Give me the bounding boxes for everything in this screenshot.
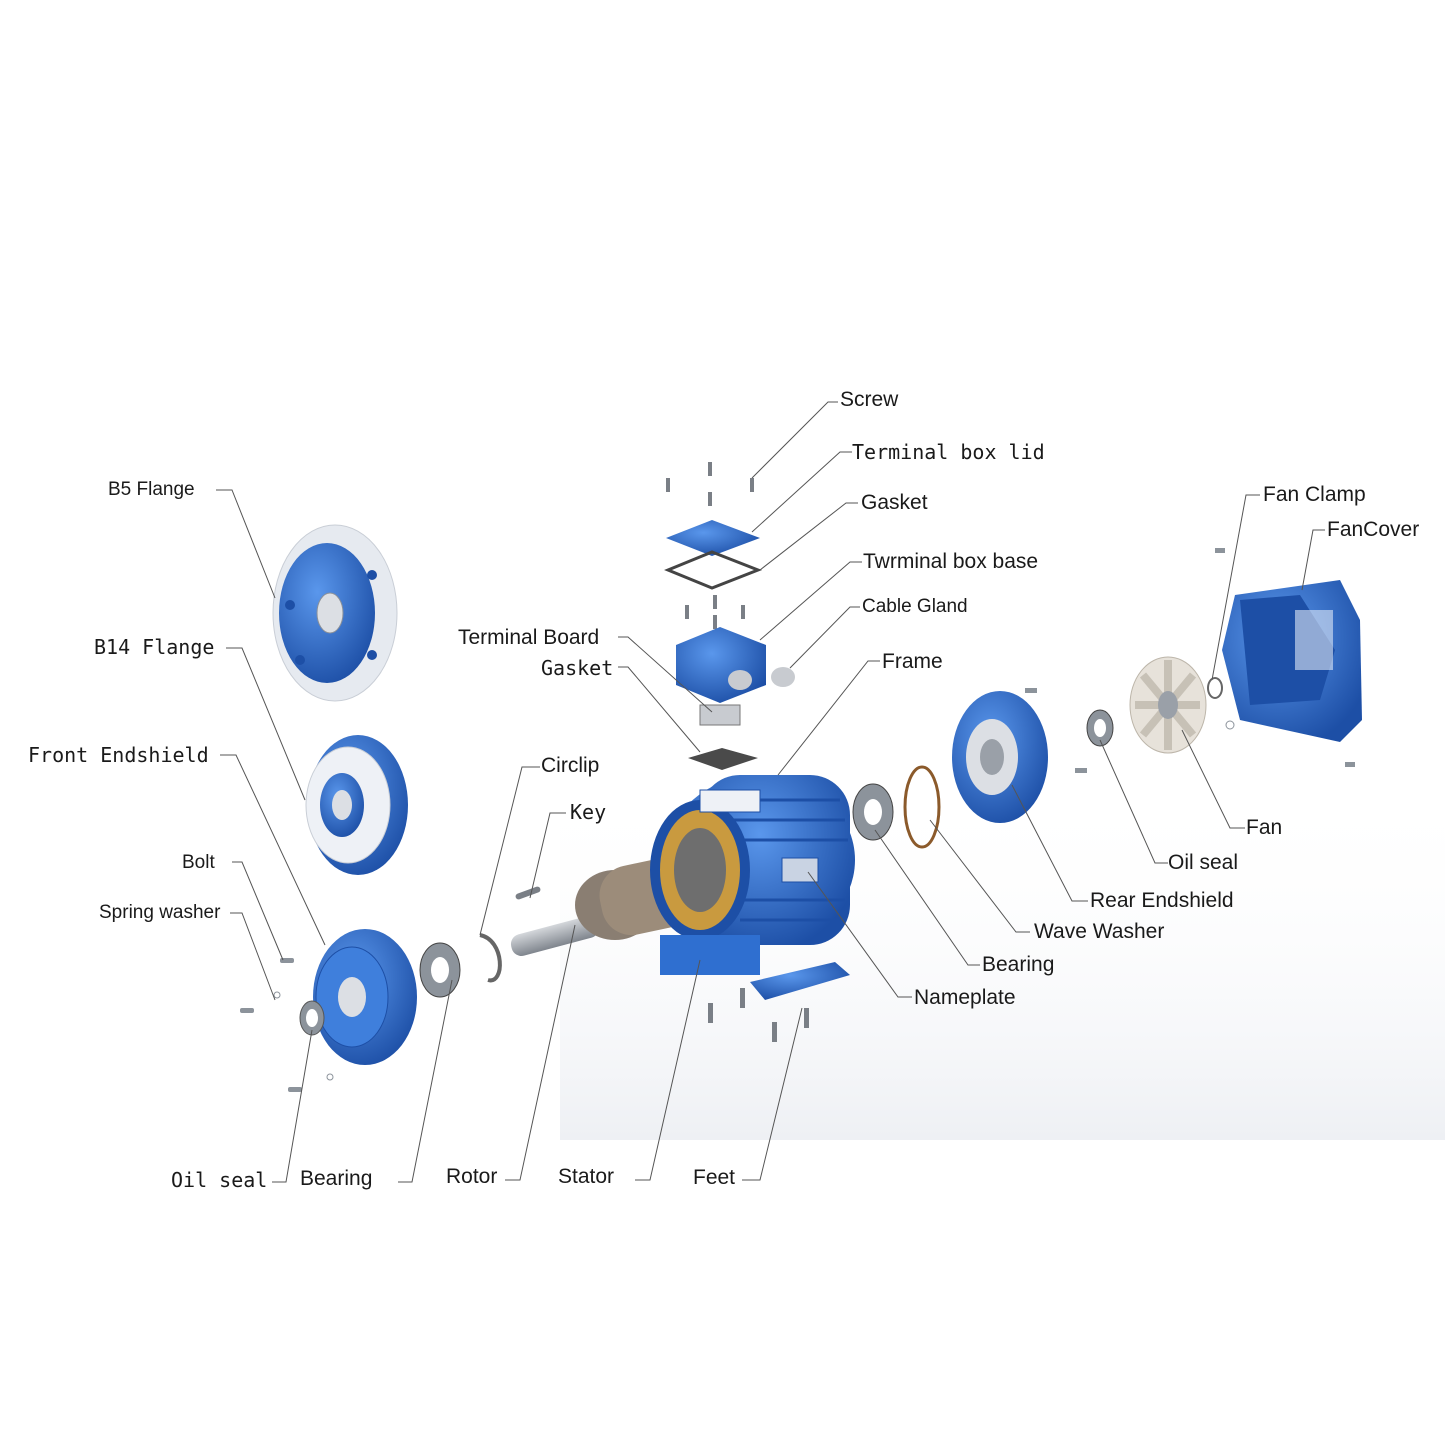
label-b5-flange: B5 Flange <box>108 479 195 500</box>
rear-endshield-part <box>952 688 1087 823</box>
label-gasket-top: Gasket <box>861 491 928 514</box>
b14-flange-part <box>305 735 408 875</box>
label-bearing-front: Bearing <box>300 1167 373 1190</box>
rear-oil-seal-part <box>1086 709 1114 747</box>
label-feet: Feet <box>693 1166 736 1189</box>
label-terminal-board: Terminal Board <box>458 626 600 649</box>
label-b14-flange: B14 Flange <box>94 635 215 659</box>
label-stator: Stator <box>558 1165 615 1188</box>
terminal-box-part <box>664 462 795 770</box>
label-screw: Screw <box>840 388 899 411</box>
label-rotor: Rotor <box>446 1165 498 1188</box>
fan-cover-part <box>1215 548 1362 767</box>
feet-part <box>708 962 850 1042</box>
label-gasket-board: Gasket <box>541 656 614 680</box>
label-cable-gland: Cable Gland <box>862 596 968 617</box>
label-terminal-box-base: Twrminal box base <box>863 550 1039 573</box>
front-bearing-part <box>419 933 502 998</box>
label-spring-washer: Spring washer <box>99 902 221 923</box>
label-nameplate: Nameplate <box>914 986 1016 1009</box>
b5-flange-part <box>272 524 398 702</box>
fan-part <box>1129 656 1223 754</box>
label-terminal-box-lid: Terminal box lid <box>852 440 1045 464</box>
label-wave-washer: Wave Washer <box>1034 920 1165 943</box>
label-bolt: Bolt <box>182 852 215 873</box>
label-fan: Fan <box>1246 816 1283 839</box>
label-rear-endshield: Rear Endshield <box>1090 889 1234 912</box>
rear-bearing-part <box>852 765 941 849</box>
leader-lines <box>216 401 1325 1183</box>
label-key: Key <box>570 800 607 824</box>
label-fan-cover: FanCover <box>1327 518 1420 541</box>
label-bearing-rear: Bearing <box>982 953 1055 976</box>
front-bolts <box>240 958 334 1092</box>
front-endshield-part <box>299 929 417 1065</box>
label-fan-clamp: Fan Clamp <box>1263 483 1366 506</box>
label-oil-seal-rear: Oil seal <box>1168 851 1239 874</box>
label-circlip: Circlip <box>541 754 600 777</box>
label-front-endshield: Front Endshield <box>28 743 209 767</box>
label-oil-seal-front: Oil seal <box>171 1168 268 1192</box>
frame-part <box>650 775 855 975</box>
label-frame: Frame <box>882 650 943 673</box>
